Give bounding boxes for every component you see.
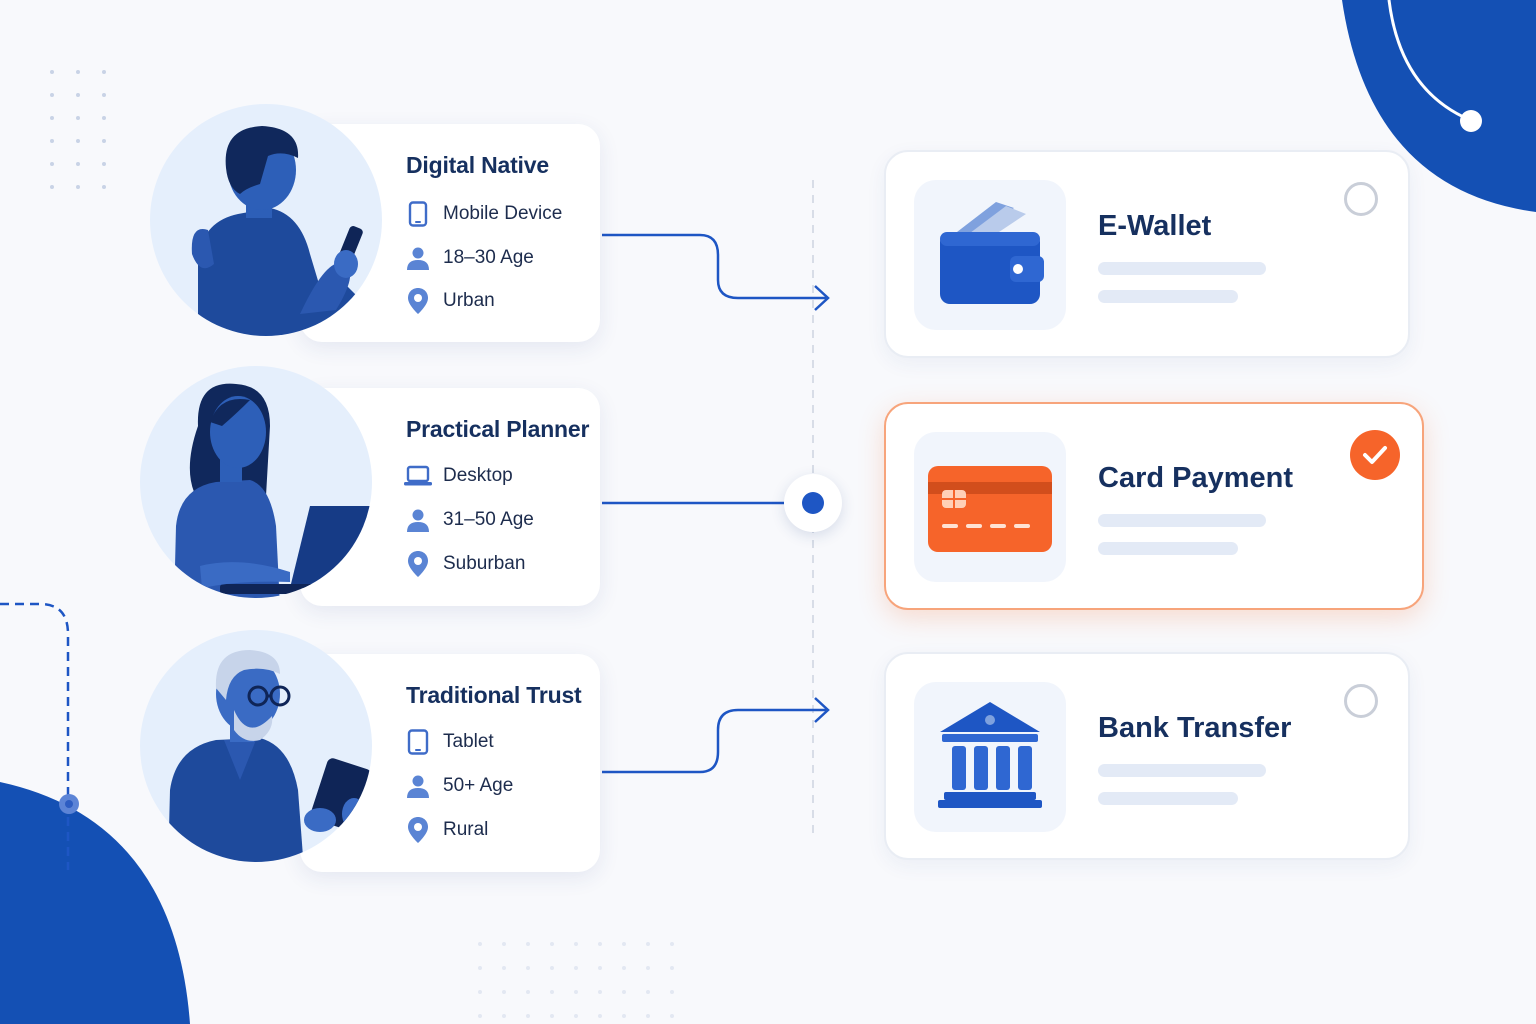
persona-attr-age: 50+ Age bbox=[404, 771, 513, 801]
placeholder-line bbox=[1098, 290, 1238, 303]
connector-traditional-trust bbox=[602, 708, 826, 774]
persona-attr-device: Mobile Device bbox=[404, 199, 562, 229]
method-card-e-wallet[interactable]: E-Wallet bbox=[884, 150, 1410, 358]
method-title: E-Wallet bbox=[1098, 210, 1212, 242]
radio-unselected[interactable] bbox=[1344, 684, 1378, 718]
placeholder-line bbox=[1098, 792, 1238, 805]
persona-attr-age: 18–30 Age bbox=[404, 243, 534, 273]
top-right-arc-dot bbox=[1460, 110, 1482, 132]
bottom-left-dashed-line bbox=[0, 602, 70, 870]
arrow-head-top bbox=[814, 285, 830, 311]
location-pin-icon bbox=[404, 550, 432, 578]
avatar-traditional-trust bbox=[140, 630, 372, 862]
placeholder-line bbox=[1098, 514, 1266, 527]
arrow-head-bottom bbox=[814, 697, 830, 723]
laptop-icon bbox=[404, 462, 432, 490]
credit-card-icon bbox=[914, 432, 1066, 582]
method-card-bank-transfer[interactable]: Bank Transfer bbox=[884, 652, 1410, 860]
person-icon bbox=[404, 772, 432, 800]
location-pin-icon bbox=[404, 287, 432, 315]
avatar-digital-native bbox=[150, 104, 382, 336]
persona-attr-age: 31–50 Age bbox=[404, 505, 534, 535]
dot-pattern-top-left bbox=[50, 70, 106, 189]
persona-attr-device: Tablet bbox=[404, 727, 494, 757]
bank-icon bbox=[914, 682, 1066, 832]
bottom-left-blob bbox=[0, 782, 190, 1024]
person-icon bbox=[404, 506, 432, 534]
persona-attr-location: Suburban bbox=[404, 549, 525, 579]
persona-attr-location: Rural bbox=[404, 815, 488, 845]
location-pin-icon bbox=[404, 816, 432, 844]
check-selected-icon[interactable] bbox=[1350, 430, 1400, 480]
avatar-practical-planner bbox=[140, 366, 372, 598]
top-right-arc bbox=[1387, 0, 1471, 122]
method-card-card-payment[interactable]: Card Payment bbox=[884, 402, 1424, 610]
persona-title: Traditional Trust bbox=[406, 682, 582, 708]
persona-title: Digital Native bbox=[406, 152, 549, 178]
top-right-blob bbox=[1342, 0, 1536, 212]
person-icon bbox=[404, 244, 432, 272]
tablet-icon bbox=[404, 728, 432, 756]
connector-digital-native bbox=[602, 233, 826, 300]
dot-pattern-bottom bbox=[478, 942, 674, 1018]
persona-attr-location: Urban bbox=[404, 286, 495, 316]
placeholder-line bbox=[1098, 764, 1266, 777]
radio-unselected[interactable] bbox=[1344, 182, 1378, 216]
persona-title: Practical Planner bbox=[406, 416, 590, 442]
persona-attr-device: Desktop bbox=[404, 461, 513, 491]
smartphone-icon bbox=[404, 200, 432, 228]
placeholder-line bbox=[1098, 262, 1266, 275]
method-title: Card Payment bbox=[1098, 462, 1294, 494]
connector-hub-node bbox=[784, 474, 842, 532]
placeholder-line bbox=[1098, 542, 1238, 555]
wallet-icon bbox=[914, 180, 1066, 330]
method-title: Bank Transfer bbox=[1098, 712, 1292, 744]
